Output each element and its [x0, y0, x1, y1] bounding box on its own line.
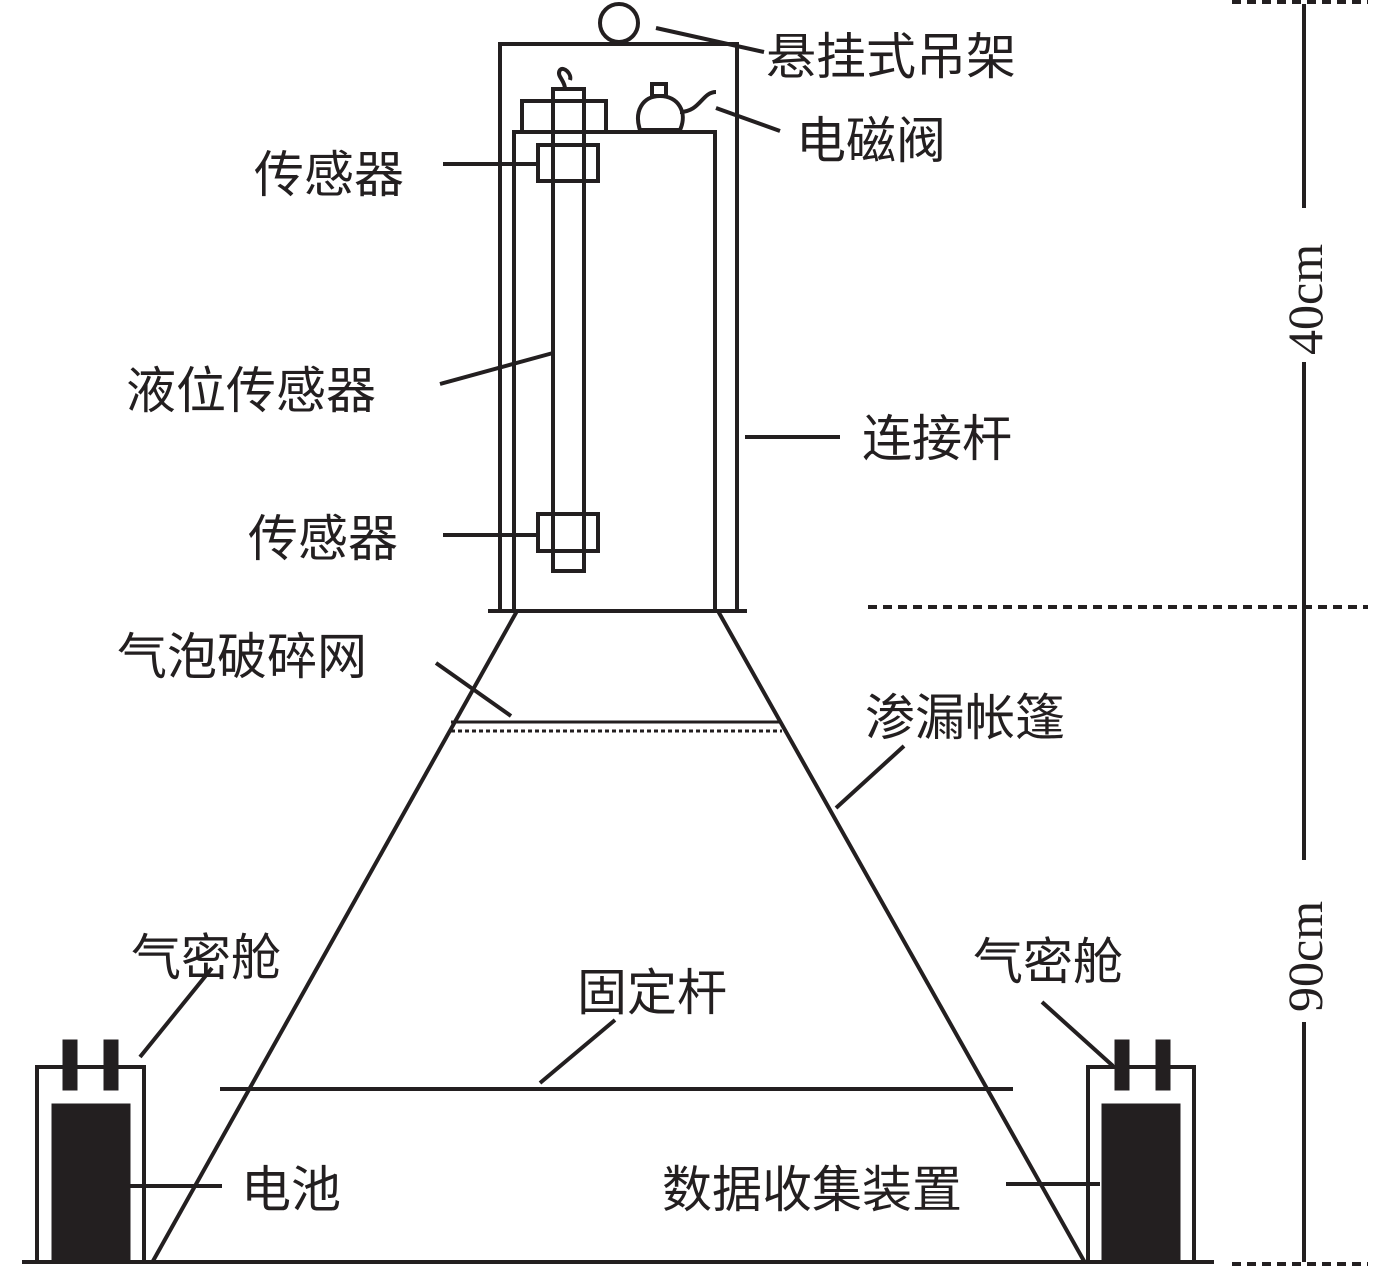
seepage-tent [151, 610, 1086, 1262]
dimension-40cm: 40cm [1277, 244, 1333, 355]
outer-frame [498, 42, 739, 613]
label-level-sensor: 液位传感器 [126, 362, 376, 420]
battery-block [51, 1103, 131, 1263]
label-hanger: 悬挂式吊架 [766, 28, 1016, 86]
label-airtight-right: 气密舱 [973, 933, 1123, 991]
label-sensor-bottom: 传感器 [248, 510, 398, 568]
inner-frame [512, 130, 717, 613]
label-seepage-tent: 渗漏帐篷 [865, 689, 1065, 747]
tent-left-side [151, 610, 519, 1262]
label-solenoid-valve: 电磁阀 [796, 112, 946, 170]
dimension-90cm: 90cm [1277, 901, 1333, 1012]
label-sensor-top: 传感器 [254, 146, 404, 204]
solenoid-valve-icon [636, 82, 717, 132]
sensor-block-bottom [536, 512, 600, 553]
airtight-cabin-left [35, 1039, 146, 1264]
sensor-mount [520, 99, 608, 134]
label-connecting-rod: 连接杆 [862, 410, 1012, 468]
sensor-cable [557, 67, 573, 90]
tent-right-side [716, 610, 1086, 1262]
sensor-block-top [536, 143, 600, 183]
level-sensor-rod [551, 87, 586, 573]
label-airtight-left: 气密舱 [131, 929, 281, 987]
hanger-icon [598, 2, 640, 44]
label-bubble-mesh: 气泡破碎网 [117, 628, 367, 686]
data-collector-block [1101, 1103, 1181, 1263]
dimension-markers [868, 0, 1368, 1266]
label-fixing-rod: 固定杆 [577, 964, 727, 1022]
level-sensor [520, 67, 608, 573]
bubble-mesh [451, 720, 782, 733]
upper-frame [488, 42, 747, 613]
airtight-cabin-right [1086, 1039, 1196, 1264]
label-battery: 电池 [241, 1161, 341, 1219]
label-data-collector: 数据收集装置 [662, 1161, 962, 1219]
leader-lines [130, 26, 1115, 1188]
